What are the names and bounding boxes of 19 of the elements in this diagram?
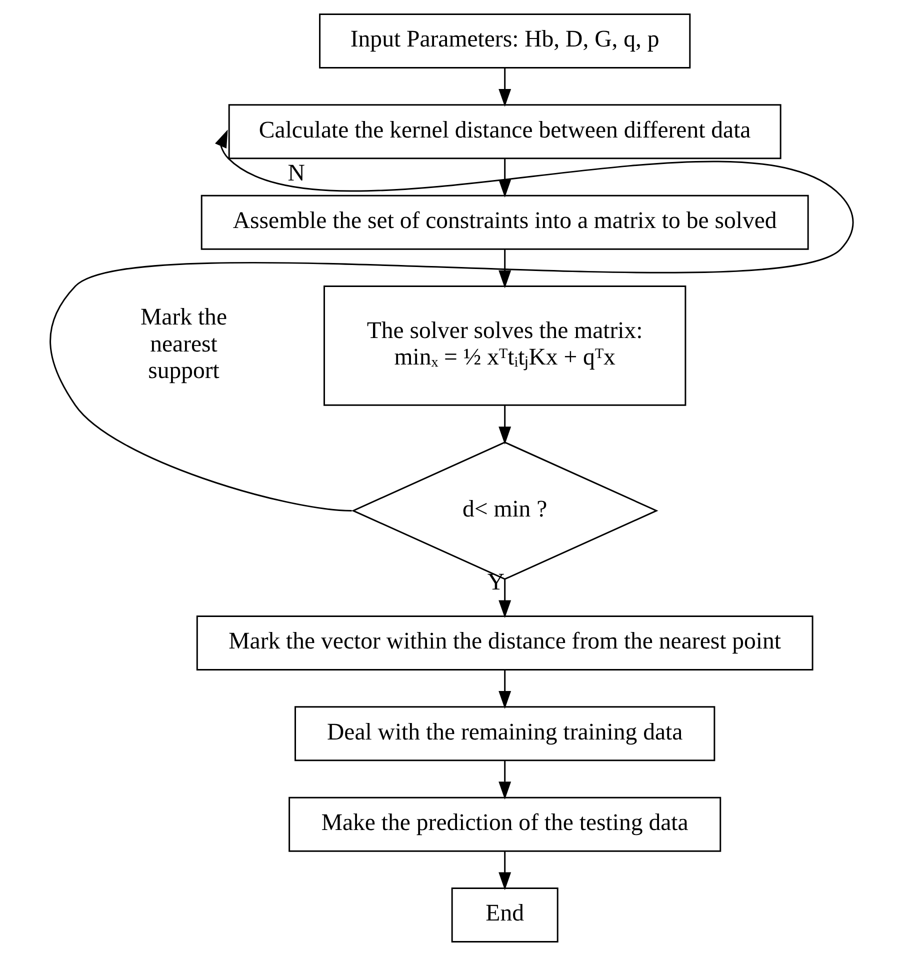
node-box: The solver solves the matrix: minₓ = ½ xᵀtᵢtⱼKx + qᵀx — [324, 286, 686, 406]
edge-label: N — [288, 160, 305, 187]
node-box: Calculate the kernel distance between different data — [228, 104, 782, 160]
arrow — [498, 760, 512, 800]
node-box: Deal with the remaining training data — [294, 706, 716, 762]
node-box: End — [451, 888, 558, 943]
arrow — [498, 249, 512, 288]
arrow — [498, 158, 512, 198]
node-box: Assemble the set of constraints into a matrix to be solved — [200, 194, 809, 250]
arrow — [498, 68, 512, 107]
node-box: Input Parameters: Hb, D, G, q, p — [319, 13, 691, 68]
arrow — [50, 130, 852, 512]
label: Mark the nearest support — [140, 304, 227, 384]
node-box: Mark the vector within the distance from the nearest point — [196, 616, 814, 670]
arrow — [498, 851, 512, 890]
arrow — [498, 670, 512, 709]
arrow — [498, 405, 512, 444]
node-box: Make the prediction of the testing data — [288, 796, 722, 852]
arrow — [498, 579, 512, 618]
